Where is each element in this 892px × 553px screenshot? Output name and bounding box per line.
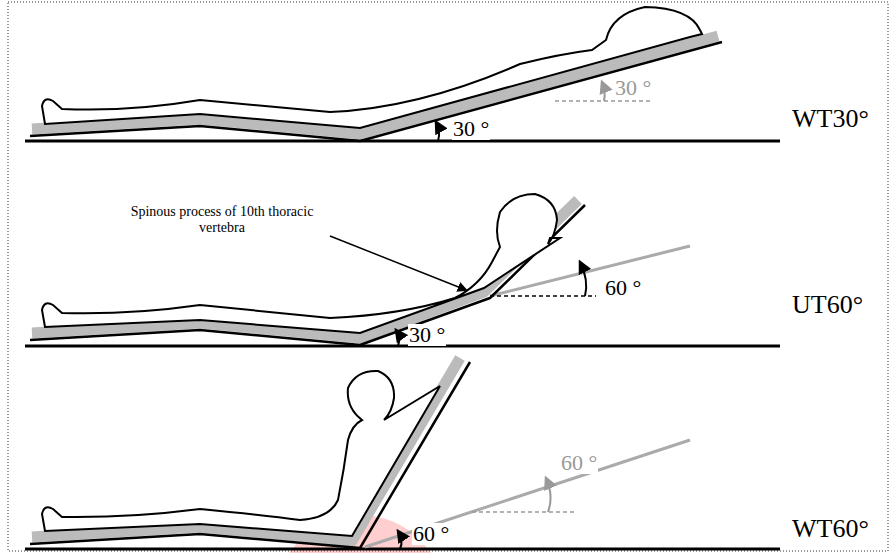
- bed-ut60: [25, 194, 780, 346]
- bed-wt60: [25, 358, 780, 553]
- angle-label: 30 °: [408, 324, 446, 346]
- angle-label: 60 °: [412, 523, 450, 545]
- position-label: UT60°: [792, 292, 863, 318]
- angle-label: 30 °: [452, 118, 490, 140]
- angle-label: 60 °: [560, 452, 598, 474]
- angle-label: 30 °: [614, 77, 652, 99]
- bed-wt30: [25, 7, 780, 141]
- leader-line: [330, 236, 466, 290]
- anatomy-label: Spinous process of 10th thoracic vertebr…: [122, 204, 322, 236]
- position-label: WT30°: [792, 106, 869, 132]
- position-label: WT60°: [792, 516, 869, 542]
- dotted-frame: [8, 2, 888, 551]
- angle-label: 60 °: [604, 277, 642, 299]
